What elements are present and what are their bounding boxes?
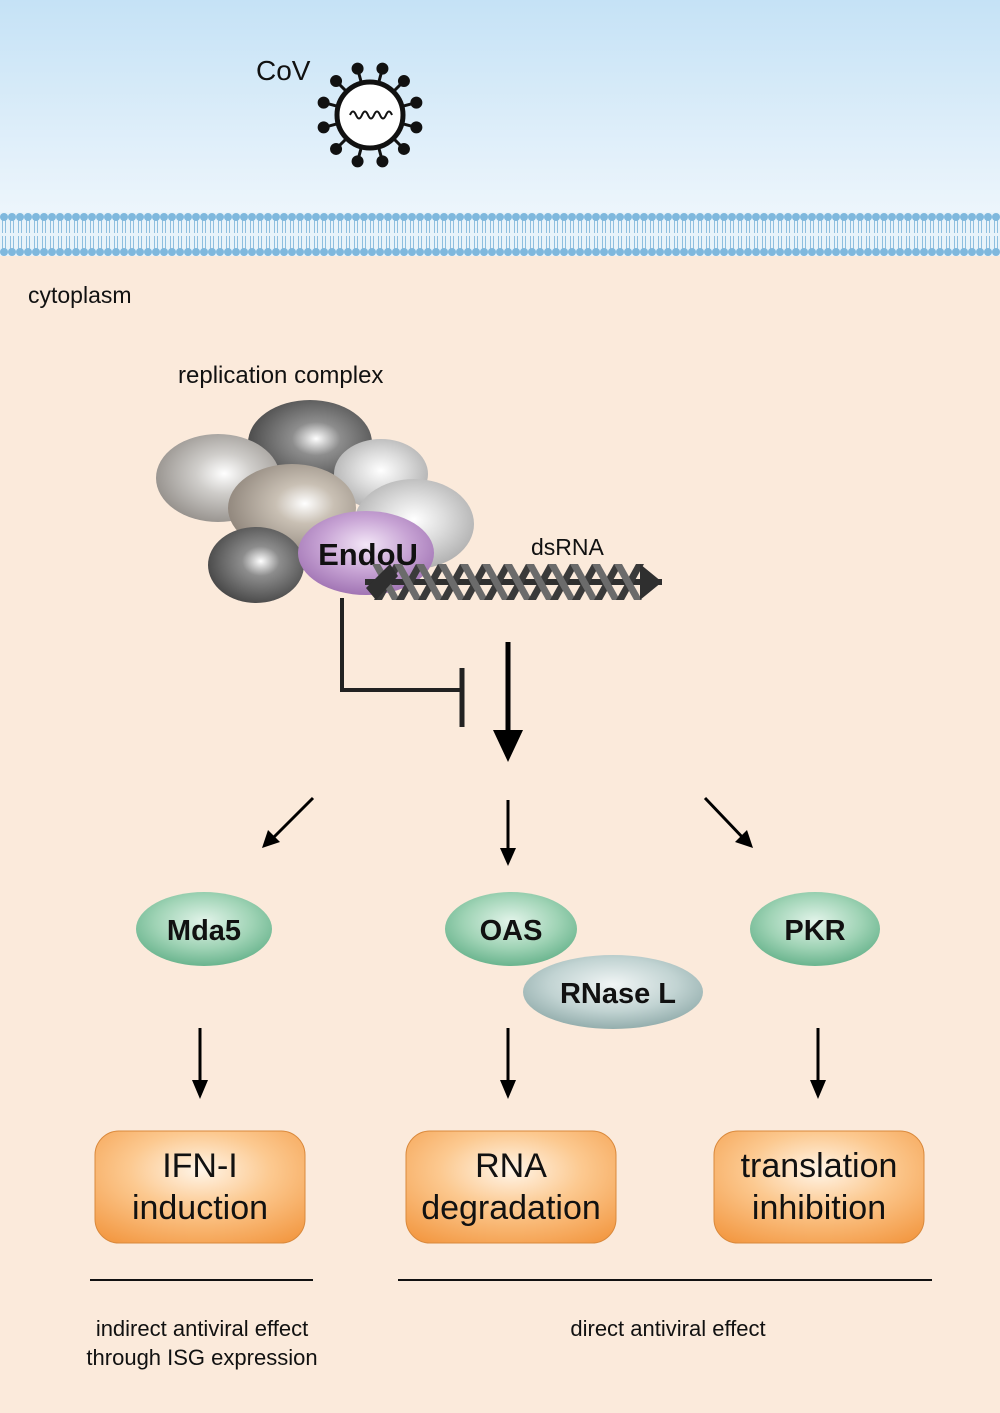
- inhibition-line: [340, 598, 462, 692]
- replication-complex: [156, 400, 474, 603]
- mda5-node: [136, 892, 272, 966]
- main-arrow-head: [493, 730, 523, 762]
- indirect-effect-line2: through ISG expression: [86, 1345, 317, 1370]
- dsrna-label: dsRNA: [531, 534, 605, 560]
- rna-degradation-box: [405, 1130, 617, 1244]
- virus-icon: [317, 62, 423, 168]
- extracellular-space: [0, 0, 1000, 230]
- arrow-head: [192, 1080, 208, 1099]
- virus-label: CoV: [256, 55, 311, 86]
- rnase-l-label: RNase L: [560, 978, 676, 1010]
- dsrna-helix: [365, 564, 662, 600]
- arrow-to-pkr: [703, 796, 747, 842]
- mda5-label: Mda5: [167, 915, 241, 947]
- ifn-induction-box: [94, 1130, 306, 1244]
- rna-line2: degradation: [421, 1189, 601, 1227]
- oas-node: [445, 892, 577, 966]
- lipid-bilayer-membrane: [0, 212, 1000, 256]
- arrow-head: [500, 848, 516, 866]
- arrow-head: [500, 1080, 516, 1099]
- arrow-head: [810, 1080, 826, 1099]
- direct-effect-label: direct antiviral effect: [570, 1316, 765, 1341]
- translation-line1: translation: [741, 1147, 898, 1185]
- translation-line2: inhibition: [752, 1189, 886, 1227]
- pkr-label: PKR: [784, 915, 845, 947]
- translation-inhibition-box: [713, 1130, 925, 1244]
- replication-complex-label: replication complex: [178, 362, 383, 389]
- indirect-effect-line1: indirect antiviral effect: [96, 1316, 308, 1341]
- rna-line1: RNA: [475, 1147, 547, 1185]
- complex-subunit: [208, 527, 304, 603]
- arrow-to-mda5: [268, 796, 315, 843]
- pkr-node: [750, 892, 880, 966]
- arrow-head: [735, 830, 753, 848]
- rnase-l-node: [523, 955, 703, 1029]
- ifn-line2: induction: [132, 1189, 268, 1227]
- ifn-line1: IFN-I: [162, 1147, 238, 1185]
- oas-label: OAS: [480, 915, 543, 947]
- arrow-head: [262, 830, 280, 848]
- cytoplasm-label: cytoplasm: [28, 282, 132, 308]
